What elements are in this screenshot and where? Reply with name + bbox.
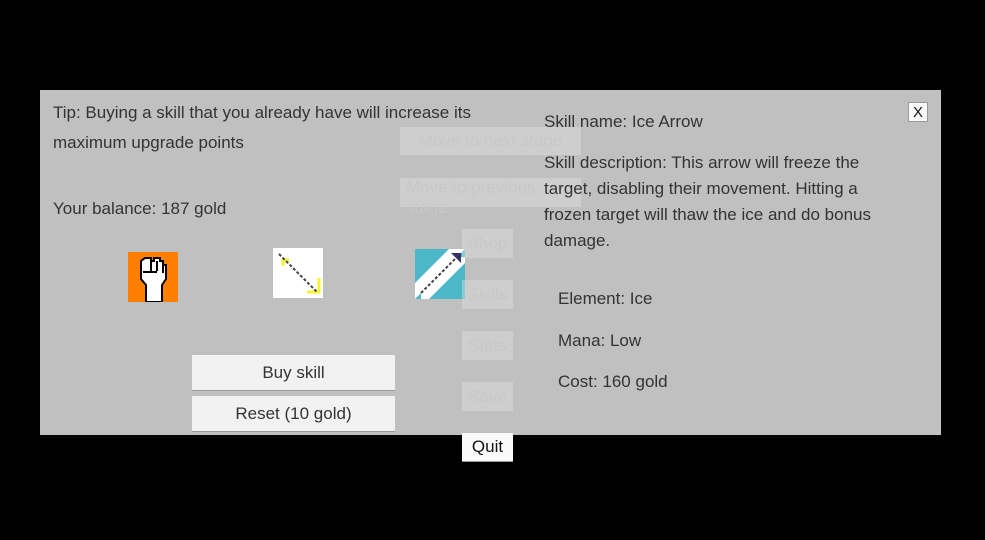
buy-skill-button[interactable]: Buy skill [192, 355, 395, 391]
shop-button[interactable]: Shop [462, 229, 513, 258]
skill-name: Skill name: Ice Arrow [544, 112, 703, 131]
save-button[interactable]: Save [462, 382, 513, 411]
quit-button[interactable]: Quit [462, 433, 513, 462]
fist-skill-icon[interactable] [128, 252, 178, 302]
previous-stage-button[interactable]: Move to previous stage [400, 178, 581, 217]
skills-button[interactable]: Skills [462, 280, 513, 309]
close-button[interactable]: X [908, 102, 928, 122]
tip-text: Tip: Buying a skill that you already hav… [53, 103, 471, 152]
next-stage-button[interactable]: Move to next stage [400, 127, 581, 155]
ice-arrow-skill-icon[interactable] [273, 248, 323, 298]
skill-element: Element: Ice [558, 289, 653, 308]
balance-text: Your balance: 187 gold [53, 199, 227, 218]
arrow-skill-icon[interactable] [415, 249, 465, 299]
skill-mana: Mana: Low [558, 331, 642, 350]
skill-description: Skill description: This arrow will freez… [544, 153, 871, 250]
shop-panel [40, 90, 941, 435]
skill-cost: Cost: 160 gold [558, 372, 668, 391]
reset-button[interactable]: Reset (10 gold) [192, 396, 395, 432]
stats-button[interactable]: Stats [462, 331, 513, 360]
